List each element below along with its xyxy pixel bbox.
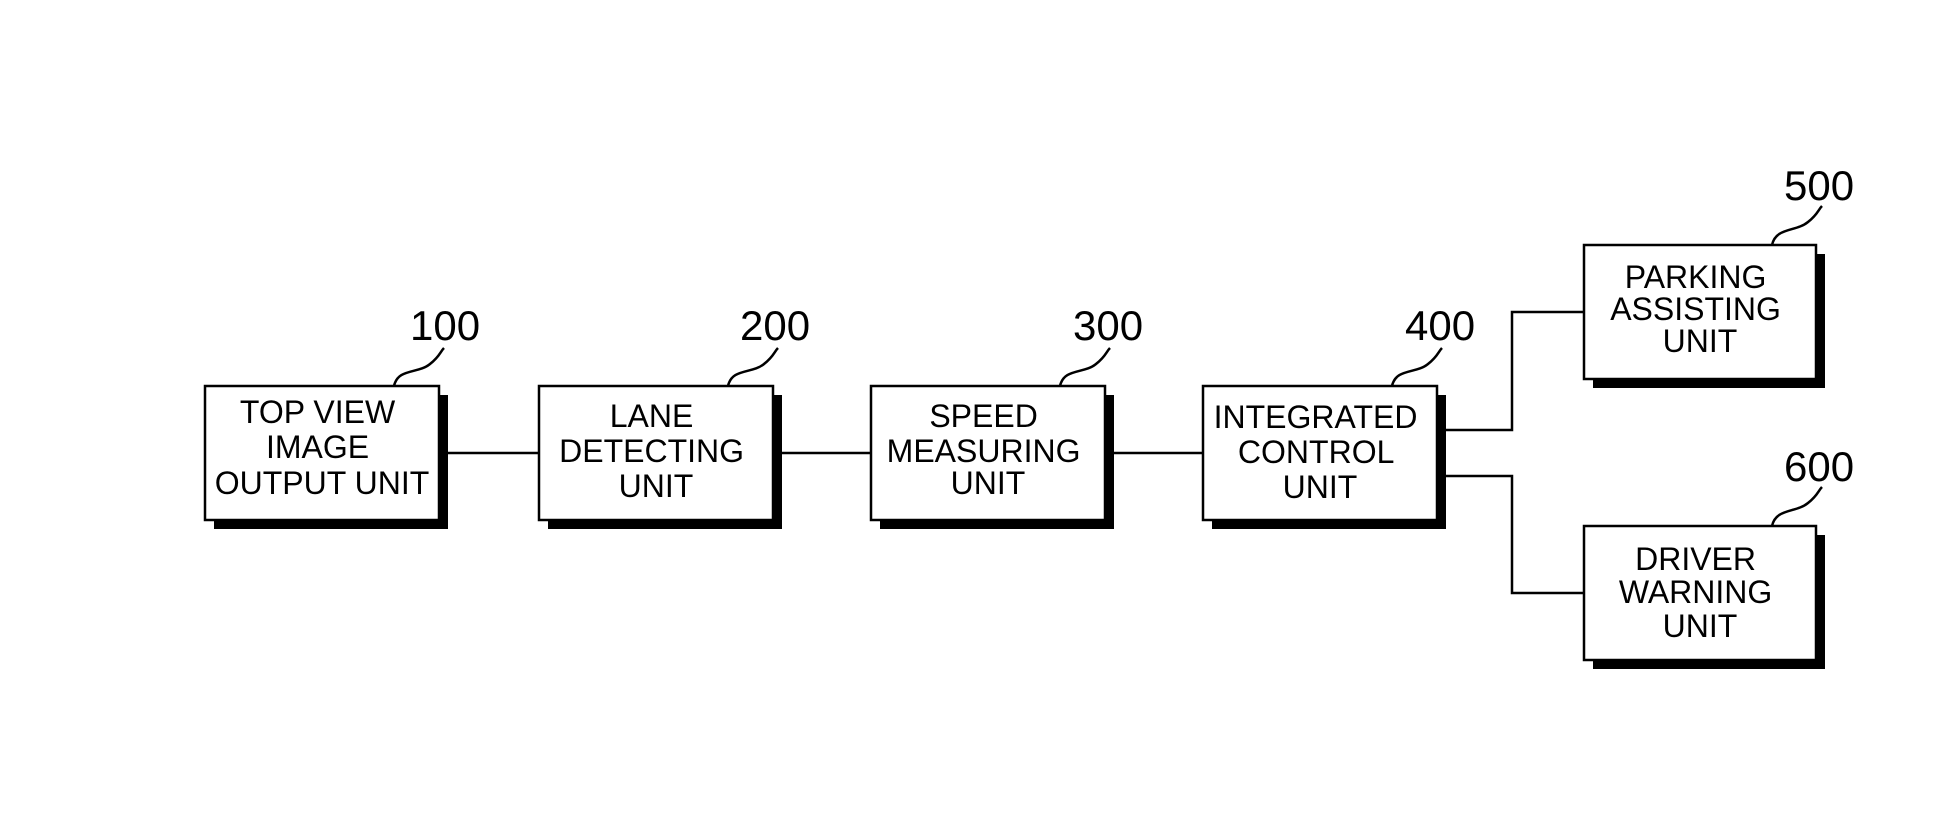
block-top-view-image-output-unit: TOP VIEW IMAGE OUTPUT UNIT 100 xyxy=(205,302,480,529)
block-label-line: TOP VIEW xyxy=(240,394,396,430)
leader-line xyxy=(394,348,444,386)
block-label-line: PARKING xyxy=(1625,259,1767,295)
block-parking-assisting-unit: PARKING ASSISTING UNIT 500 xyxy=(1584,162,1854,388)
block-driver-warning-unit: DRIVER WARNING UNIT 600 xyxy=(1584,443,1854,669)
block-label-line: SPEED xyxy=(929,398,1037,434)
block-label-line: DETECTING xyxy=(559,433,744,469)
block-label-line: WARNING xyxy=(1619,574,1772,610)
block-label-line: UNIT xyxy=(951,465,1026,501)
reference-number: 100 xyxy=(410,302,480,349)
reference-number: 500 xyxy=(1784,162,1854,209)
block-label-line: ASSISTING xyxy=(1610,291,1781,327)
block-label-line: IMAGE xyxy=(266,429,369,465)
block-label-line: LANE xyxy=(610,398,694,434)
reference-number: 200 xyxy=(740,302,810,349)
block-integrated-control-unit: INTEGRATED CONTROL UNIT 400 xyxy=(1203,302,1475,529)
reference-number: 600 xyxy=(1784,443,1854,490)
leader-line xyxy=(728,348,778,386)
block-lane-detecting-unit: LANE DETECTING UNIT 200 xyxy=(539,302,810,529)
block-label-line: DRIVER xyxy=(1635,541,1756,577)
block-label-line: OUTPUT UNIT xyxy=(215,465,430,501)
block-label-line: UNIT xyxy=(1663,323,1738,359)
block-label-line: MEASURING xyxy=(887,433,1081,469)
leader-line xyxy=(1772,206,1822,245)
block-label-line: UNIT xyxy=(1283,469,1358,505)
block-label-line: UNIT xyxy=(619,468,694,504)
reference-number: 300 xyxy=(1073,302,1143,349)
leader-line xyxy=(1392,348,1442,386)
connector-400-600 xyxy=(1444,476,1584,593)
block-label-line: CONTROL xyxy=(1238,434,1394,470)
leader-line xyxy=(1060,348,1110,386)
block-label-line: UNIT xyxy=(1663,608,1738,644)
block-speed-measuring-unit: SPEED MEASURING UNIT 300 xyxy=(871,302,1143,529)
reference-number: 400 xyxy=(1405,302,1475,349)
block-label-line: INTEGRATED xyxy=(1214,399,1418,435)
leader-line xyxy=(1772,487,1822,526)
